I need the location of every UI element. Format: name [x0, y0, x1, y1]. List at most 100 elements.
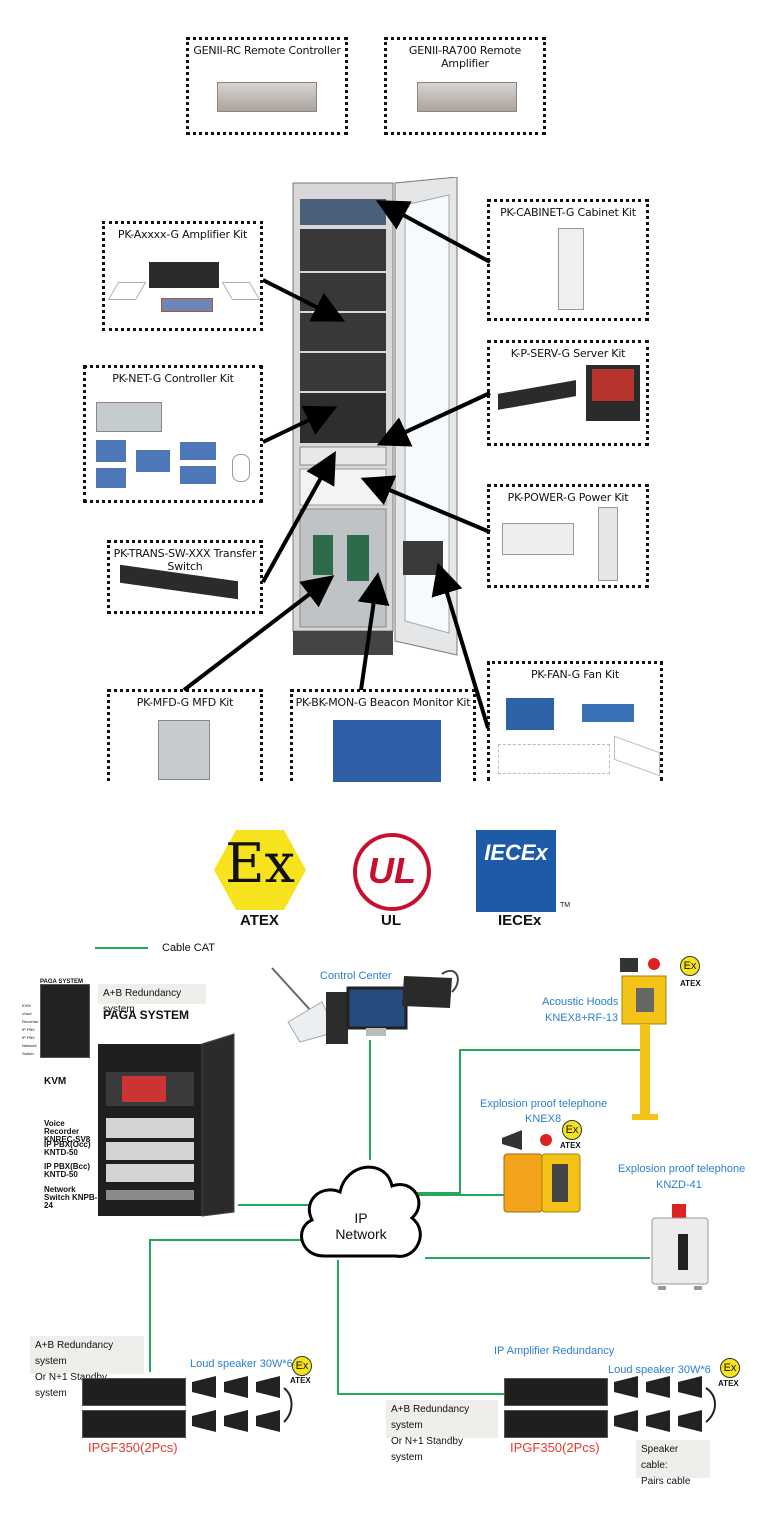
speaker-cable-line2: Pairs cable: [641, 1476, 691, 1487]
acoustic-hood-image: [616, 954, 672, 1124]
right-speaker-label: Loud speaker 30W*6: [608, 1364, 711, 1376]
ip-network-line2: Network: [335, 1226, 387, 1242]
controller-board-3: [96, 468, 126, 488]
power-kit-title: PK-POWER-G Power Kit: [507, 491, 629, 504]
genii-rc-kit: GENII-RC Remote Controller: [186, 37, 348, 135]
acoustic-hoods-line2: KNEX8+RF-13: [545, 1012, 619, 1024]
paga-small-row: KVM: [22, 1003, 31, 1008]
ul-caption: UL: [381, 912, 401, 929]
left-redundancy-line2: Or N+1 Standby system: [35, 1372, 107, 1399]
paga-main-rack: [96, 1024, 236, 1224]
fan-units-image: [498, 744, 610, 774]
ex-mark-hoods: Ex: [680, 956, 700, 976]
controller-board-2: [136, 450, 170, 472]
atex-symbol: Ex: [225, 832, 295, 895]
beacon-board-image: [333, 720, 441, 782]
ex-phone-2-image: [648, 1200, 712, 1292]
left-speakers-image: [188, 1376, 294, 1438]
paga-small-label: PAGA SYSTEM: [40, 979, 84, 985]
transfer-switch-title: PK-TRANS-SW-XXX Transfer Switch: [113, 547, 257, 573]
controller-kit-title: PK-NET-G Controller Kit: [112, 372, 234, 385]
amplifier-unit-image: [149, 262, 219, 288]
rack-label-ip-pbx-bcc: IP PBX(Bcc) KNTD-50: [44, 1162, 91, 1179]
beacon-monitor-title: PK-BK-MON-G Beacon Monitor Kit: [295, 696, 471, 709]
amplifier-kit-title: PK-Axxxx-G Amplifier Kit: [117, 228, 248, 241]
controller-unit-image: [96, 402, 162, 432]
server-kit: K-P-SERV-G Server Kit: [487, 340, 649, 446]
ex-mark-left-speaker: Ex: [292, 1356, 312, 1376]
ex-phone-2-line2: KNZD-41: [656, 1179, 702, 1191]
fan-kit: PK-FAN-G Fan Kit: [487, 661, 663, 781]
genii-rc-title: GENII-RC Remote Controller: [193, 44, 341, 57]
atex-phone-1: ATEX: [560, 1141, 581, 1150]
control-center-label: Control Center: [320, 970, 392, 982]
mfd-image: [158, 720, 210, 780]
left-amplifier-label: IPGF350(2Pcs): [88, 1440, 178, 1455]
rack-label-kvm: KVM: [44, 1076, 67, 1087]
fan-controller-image: [582, 704, 634, 722]
iecex-tm: TM: [560, 902, 571, 909]
redundancy-note-top: A+B Redundancy system: [98, 984, 206, 1015]
left-speaker-label: Loud speaker 30W*6: [190, 1358, 293, 1370]
ip-network-line1: IP: [354, 1210, 368, 1226]
cabinet-kit: PK-CABINET-G Cabinet Kit: [487, 199, 649, 321]
amplifier-kit: PK-Axxxx-G Amplifier Kit: [102, 221, 263, 331]
right-redundancy-line2: Or N+1 Standby system: [391, 1436, 463, 1463]
ip-amp-redundancy-label: IP Amplifier Redundancy: [494, 1345, 615, 1357]
genii-ra700-title: GENII-RA700 Remote Amplifier: [408, 44, 522, 70]
controller-board-4: [180, 442, 216, 460]
ex-phone-1-image: [500, 1128, 584, 1216]
left-redundancy-line1: A+B Redundancy system: [35, 1340, 114, 1367]
right-amplifier-unit-2: [504, 1410, 608, 1438]
paga-system-title: PAGA SYSTEM: [103, 1008, 190, 1022]
power-kit: PK-POWER-G Power Kit: [487, 484, 649, 588]
power-panel-image: [502, 523, 574, 555]
iecex-logo: IECEx: [476, 830, 556, 912]
ex-mark-phone-1: Ex: [562, 1120, 582, 1140]
controller-microphone-image: [232, 454, 250, 482]
right-amplifier-unit-1: [504, 1378, 608, 1406]
left-redundancy-note: A+B Redundancy system Or N+1 Standby sys…: [30, 1336, 144, 1399]
ex-phone-2-line1: Explosion proof telephone: [618, 1163, 746, 1175]
cable-legend: Cable CAT: [162, 942, 215, 954]
power-rail-image: [598, 507, 618, 581]
mfd-kit-title: PK-MFD-G MFD Kit: [136, 696, 234, 709]
speaker-cable-note: Speaker cable: Pairs cable: [636, 1440, 710, 1487]
paga-small-row: IP PBX: [22, 1035, 35, 1040]
right-amplifier-label: IPGF350(2Pcs): [510, 1440, 600, 1455]
ex-phone-1-line1: Explosion proof telephone: [480, 1098, 608, 1110]
genii-ra700-unit-image: [417, 82, 517, 112]
ex-phone-1-line2: KNEX8: [525, 1113, 562, 1125]
ex-mark-right-speaker: Ex: [720, 1358, 740, 1378]
control-center-image: [266, 962, 466, 1046]
fan-kit-title: PK-FAN-G Fan Kit: [530, 668, 620, 681]
controller-board-1: [96, 440, 126, 462]
ip-network-cloud: IP Network: [292, 1148, 430, 1278]
cabinet-kit-title: PK-CABINET-G Cabinet Kit: [500, 206, 636, 219]
paga-small-rows: KVM Voice Recorder IP PBX IP PBX Network…: [22, 1002, 42, 1058]
transfer-switch-kit: PK-TRANS-SW-XXX Transfer Switch: [107, 540, 263, 614]
acoustic-hoods-line1: Acoustic Hoods: [542, 996, 619, 1008]
atex-logo: Ex: [212, 828, 308, 912]
atex-hoods: ATEX: [680, 979, 701, 988]
left-amplifier-unit-2: [82, 1410, 186, 1438]
right-redundancy-line1: A+B Redundancy system: [391, 1404, 470, 1431]
rack-label-network-switch: Network Switch KNPB-24: [44, 1185, 98, 1210]
genii-ra700-kit: GENII-RA700 Remote Amplifier: [384, 37, 546, 135]
paga-small-row: IP PBX: [22, 1027, 35, 1032]
server-monitor-image: [586, 365, 640, 421]
server-monitor-screen: [592, 369, 634, 401]
mfd-kit: PK-MFD-G MFD Kit: [107, 689, 263, 781]
paga-small-rack: [40, 984, 90, 1058]
beacon-monitor-kit: PK-BK-MON-G Beacon Monitor Kit: [290, 689, 476, 782]
atex-caption: ATEX: [240, 912, 279, 929]
left-amplifier-unit-1: [82, 1378, 186, 1406]
rack-label-ip-pbx-occ: IP PBX(Occ) KNTD-50: [44, 1140, 91, 1157]
right-speakers-image: [610, 1376, 720, 1438]
fan-board-image: [506, 698, 554, 730]
iecex-logo-text: IECEx: [484, 840, 548, 865]
ul-logo: UL: [350, 832, 434, 912]
genii-rc-unit-image: [217, 82, 317, 112]
controller-kit: PK-NET-G Controller Kit: [83, 365, 263, 503]
atex-right-speaker: ATEX: [718, 1379, 739, 1388]
